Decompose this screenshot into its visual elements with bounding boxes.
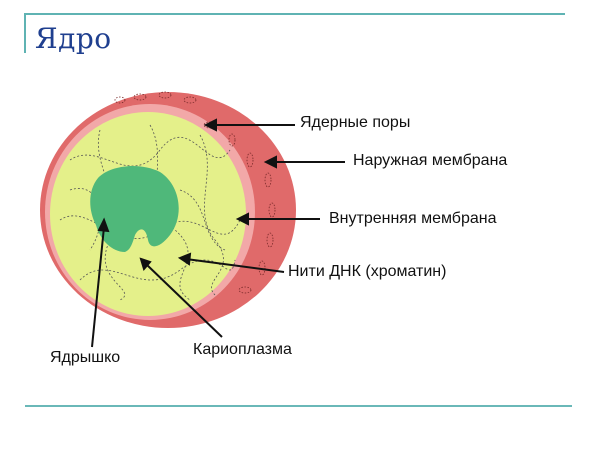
top-rule <box>24 13 565 15</box>
slide-title: Ядро <box>35 22 112 55</box>
label-outer-membrane: Наружная мембрана <box>353 152 508 169</box>
nucleolus <box>90 166 179 252</box>
label-dna-threads: Нити ДНК (хроматин) <box>288 263 447 280</box>
label-nuclear-pores: Ядерные поры <box>300 114 411 131</box>
label-karyoplasm: Кариоплазма <box>193 341 292 358</box>
label-nucleolus: Ядрышко <box>50 349 121 366</box>
pointer-lines <box>91 118 345 348</box>
left-rule <box>24 13 26 53</box>
bottom-rule <box>25 405 572 407</box>
label-inner-membrane: Внутренняя мембрана <box>329 210 497 227</box>
